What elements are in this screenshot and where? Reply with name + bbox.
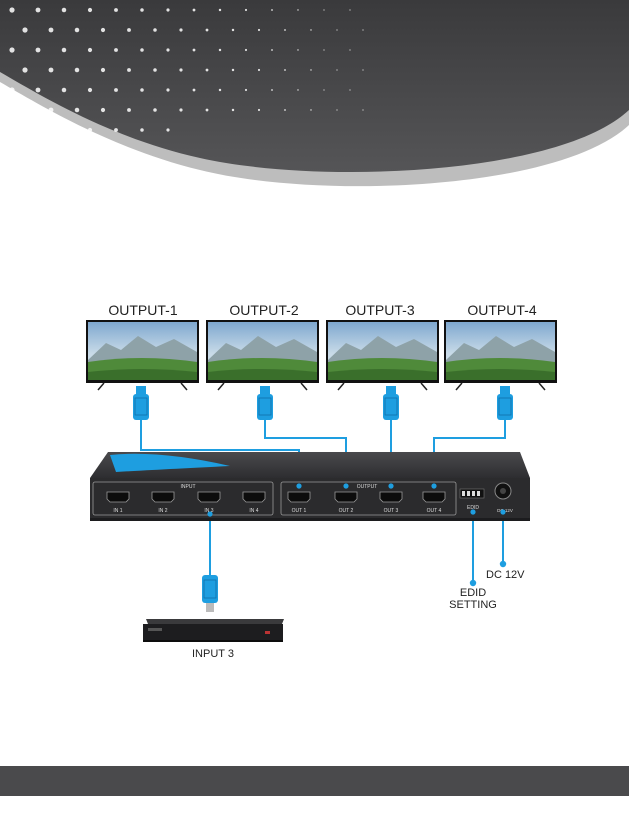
output-1-label: OUTPUT-1 — [108, 302, 177, 318]
header-banner — [0, 0, 629, 200]
output-group-label: OUTPUT — [357, 484, 378, 490]
dc-callout: DC 12V — [486, 569, 525, 581]
footer-bar — [0, 766, 629, 796]
hdmi-out-port-3-label: OUT 3 — [384, 508, 399, 514]
hdmi-out-port-2-label: OUT 2 — [339, 508, 354, 514]
tv-output-1 — [86, 320, 199, 390]
bluray-player — [143, 619, 284, 642]
connection-diagram: OUTPUT-1 OUTPUT-2 OUTPUT-3 OUTPUT-4 INPU… — [0, 290, 629, 690]
hdmi-plug-output-4 — [497, 386, 513, 420]
output-2-label: OUTPUT-2 — [229, 302, 298, 318]
hdmi-out-port-1-label: OUT 1 — [292, 508, 307, 514]
hdmi-plug-input — [202, 575, 218, 612]
edid-dip-switch[interactable] — [460, 489, 484, 498]
hdmi-plug-output-3 — [383, 386, 399, 420]
output-3-label: OUTPUT-3 — [345, 302, 414, 318]
edid-callout-line1: EDID — [460, 587, 486, 599]
edid-callout-line2: SETTING — [449, 599, 497, 611]
hdmi-in-port-1-label: IN 1 — [113, 508, 122, 514]
hdmi-plug-output-1 — [133, 386, 149, 420]
output-4-label: OUTPUT-4 — [467, 302, 536, 318]
hdmi-plug-output-2 — [257, 386, 273, 420]
input-group-label: INPUT — [181, 484, 196, 490]
hdmi-out-port-4-label: OUT 4 — [427, 508, 442, 514]
header-dark-curve — [0, 0, 629, 172]
tv-output-4 — [444, 320, 557, 390]
tv-output-3 — [326, 320, 439, 390]
hdmi-in-port-4-label: IN 4 — [249, 508, 258, 514]
input-callout: INPUT 3 — [192, 648, 234, 660]
hdmi-in-port-2-label: IN 2 — [158, 508, 167, 514]
tv-output-2 — [206, 320, 319, 390]
